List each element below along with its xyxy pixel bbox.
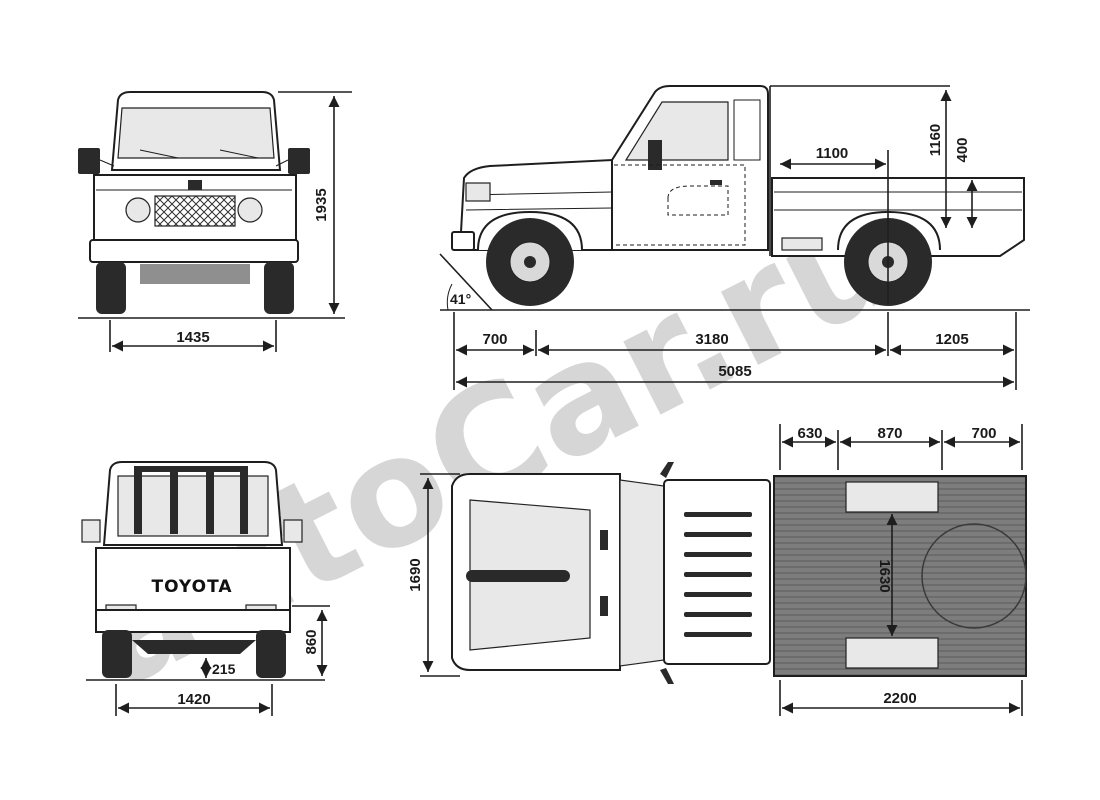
rear-bumper — [95, 609, 291, 633]
side-step — [781, 237, 823, 251]
hood-scoop — [466, 570, 570, 582]
wheelbase-label: 3180 — [695, 331, 728, 348]
left-mirror — [78, 148, 100, 174]
rear-overhang-label: 1205 — [935, 331, 968, 348]
tailgate-brand: TOYOTA — [151, 577, 232, 597]
overall-width-label: 1690 — [407, 558, 424, 591]
bed-length-label: 2200 — [883, 690, 916, 707]
top-left-mirror — [660, 462, 674, 478]
top-right-mirror — [660, 668, 674, 684]
top-windshield — [619, 479, 665, 667]
approach-angle-line — [439, 253, 493, 311]
front-overhang-label: 700 — [482, 331, 507, 348]
right-mirror — [288, 148, 310, 174]
spare-wheel — [921, 523, 1027, 629]
roof-ribs — [684, 512, 752, 637]
bed-side-height-label: 400 — [954, 137, 971, 162]
cab-height-label: 1160 — [927, 124, 944, 157]
front-left-wheel — [96, 262, 126, 314]
front-track-label: 1435 — [176, 329, 209, 346]
top-view: 1630 1690 630 870 700 2200 — [407, 424, 1027, 716]
rear-axle — [132, 640, 256, 654]
ground-clearance-label: 215 — [212, 661, 236, 677]
rear-frame-height-label: 860 — [303, 629, 320, 654]
front-grille — [154, 195, 236, 227]
rear-left-wheel — [102, 630, 132, 678]
rear-left-mirror — [81, 519, 101, 543]
overall-length-label: 5085 — [718, 363, 751, 380]
bed-segment-2-label: 870 — [877, 425, 902, 442]
bed-segment-3-label: 700 — [971, 425, 996, 442]
front-axle — [140, 264, 250, 284]
approach-angle-label: 41° — [450, 291, 471, 307]
side-headlight — [465, 182, 491, 202]
top-bed-wheelwell-right — [845, 637, 939, 669]
front-view: 1935 1435 — [78, 91, 352, 352]
bed-inner-width-label: 1630 — [876, 559, 893, 592]
side-view: 41° 1100 1160 400 700 3180 1205 5085 — [439, 85, 1030, 390]
rear-right-mirror — [283, 519, 303, 543]
headache-rack — [134, 466, 248, 534]
left-headlight — [125, 197, 151, 223]
front-right-wheel — [264, 262, 294, 314]
right-headlight — [237, 197, 263, 223]
bed-offset-label: 1100 — [816, 145, 849, 162]
rear-view: TOYOTA 215 860 1420 — [81, 461, 330, 716]
front-bumper — [89, 239, 299, 263]
top-bed-wheelwell-left — [845, 481, 939, 513]
front-windshield — [117, 107, 275, 159]
rear-right-wheel — [256, 630, 286, 678]
rear-track-label: 1420 — [177, 691, 210, 708]
front-height-label: 1935 — [313, 188, 330, 221]
side-mirror — [648, 140, 662, 170]
front-emblem — [188, 180, 202, 190]
bed-segment-1-label: 630 — [797, 425, 822, 442]
side-front-bumper — [451, 231, 475, 251]
